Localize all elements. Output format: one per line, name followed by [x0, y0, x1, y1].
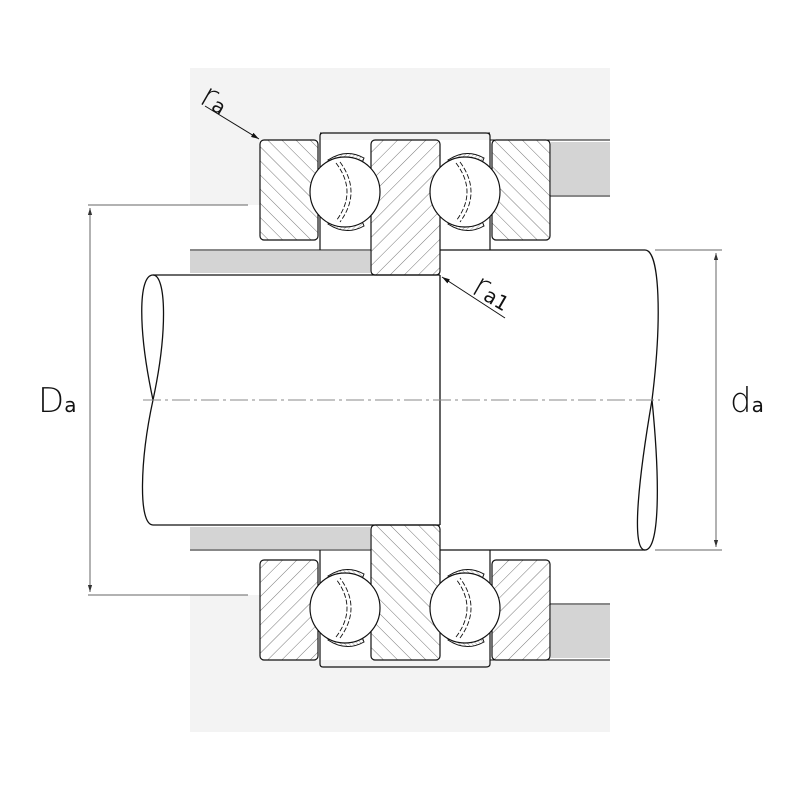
da-label-sub: a [751, 393, 764, 417]
Da-label-main: D [38, 381, 65, 421]
Da-label-sub: a [64, 393, 77, 417]
Da-label: Da [38, 384, 76, 418]
da-label: da [730, 384, 764, 418]
da-dimension [655, 249, 722, 551]
ra-leader [204, 105, 260, 140]
ra1-leader [441, 276, 506, 319]
da-label-main: d [730, 381, 752, 421]
Da-dimension [87, 204, 248, 596]
housing-bottom [190, 595, 610, 732]
housing [190, 68, 610, 205]
